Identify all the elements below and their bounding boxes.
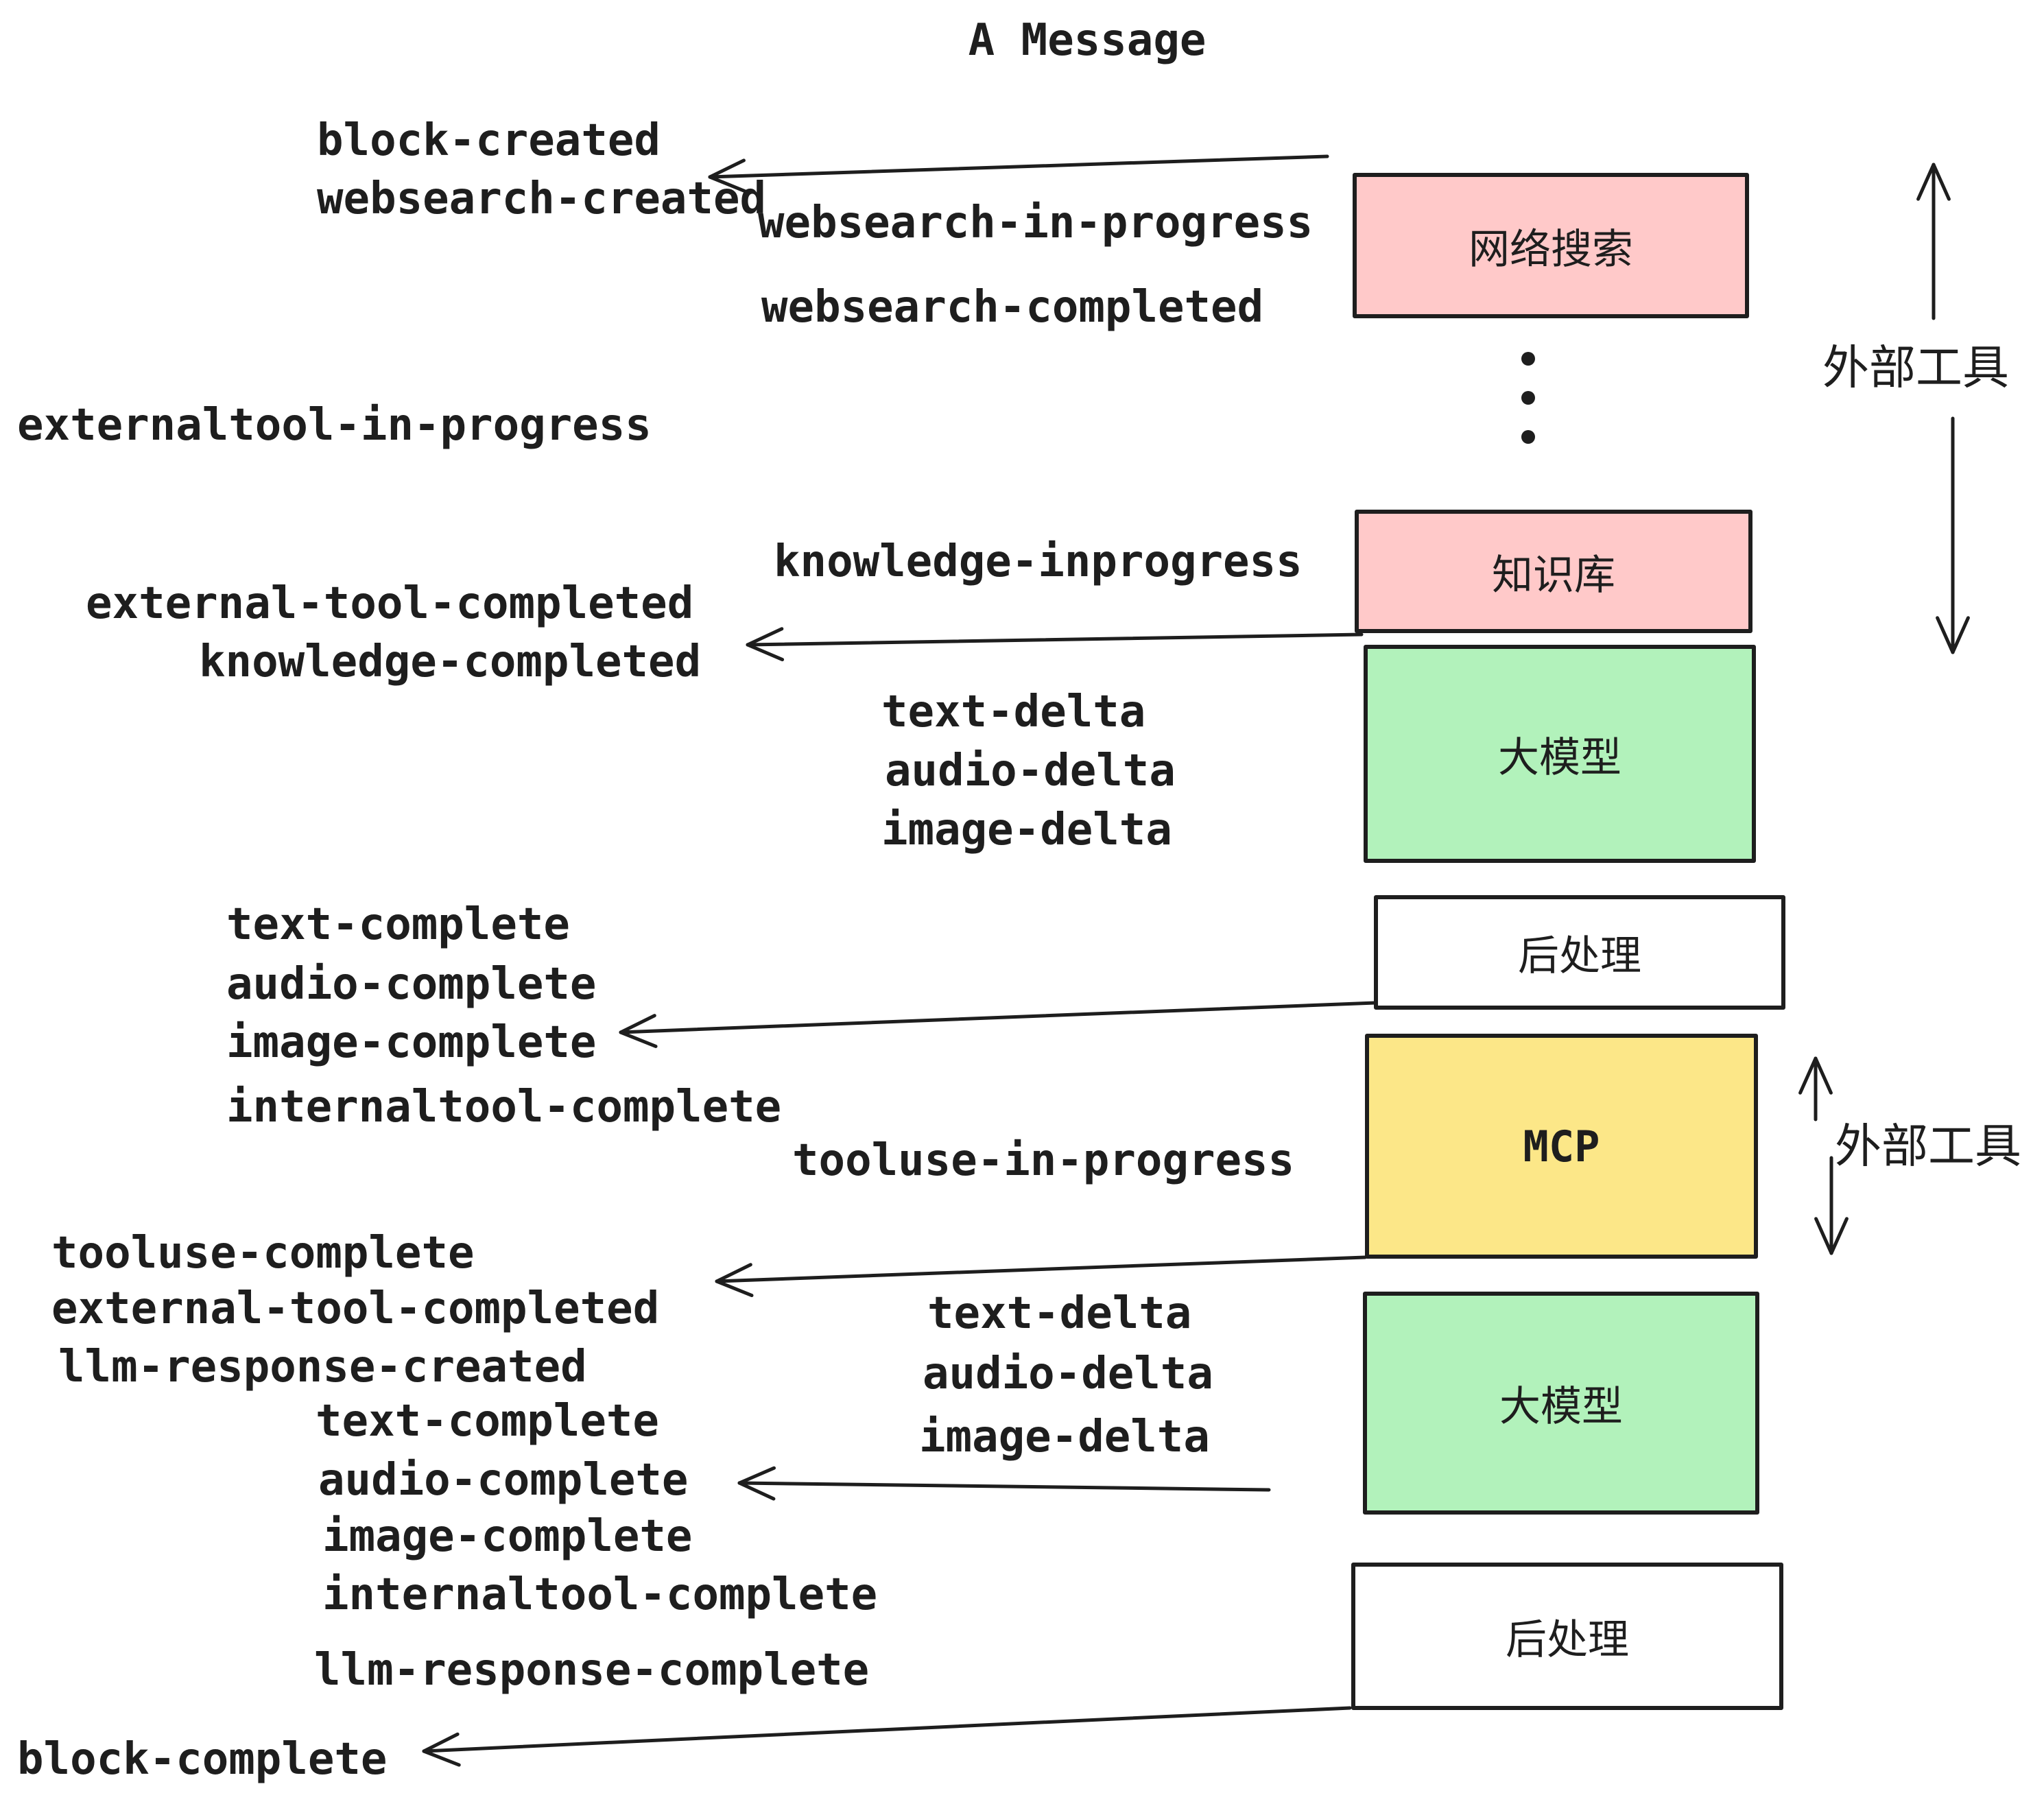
- event-label-llm-response-created: llm-response-created: [58, 1342, 587, 1392]
- arrow-to-block-created: [708, 154, 1329, 193]
- arrow-external-tool-down-2: [1814, 1156, 1849, 1255]
- diagram-box-mcp: MCP: [1365, 1034, 1758, 1259]
- arrow-to-audio-complete: [737, 1466, 1271, 1501]
- arrow-external-tool-up-1: [1916, 163, 1951, 320]
- event-label-tooluse-in-progress: tooluse-in-progress: [792, 1135, 1295, 1186]
- event-label-text-delta: text-delta: [881, 687, 1146, 737]
- event-label-websearch-created: websearch-created: [317, 174, 767, 224]
- event-label-llm-response-complete: llm-response-complete: [314, 1645, 870, 1696]
- side-label-external-tools-2: 外部工具: [1835, 1119, 2022, 1174]
- event-label-external-tool-completed: external-tool-completed: [51, 1283, 660, 1334]
- box-label-websearch: 网络搜索: [1469, 225, 1633, 274]
- event-label-image-complete: image-complete: [322, 1511, 693, 1562]
- event-label-image-complete: image-complete: [226, 1017, 597, 1068]
- diagram-box-postprocess-2: 后处理: [1351, 1563, 1783, 1710]
- diagram-box-llm-2: 大模型: [1363, 1292, 1759, 1515]
- arrow-to-block-complete: [422, 1706, 1352, 1767]
- event-label-externaltool-in-progress: externaltool-in-progress: [17, 400, 652, 451]
- event-label-block-created: block-created: [317, 115, 661, 166]
- event-label-text-complete: text-complete: [226, 899, 570, 950]
- event-label-image-delta: image-delta: [881, 805, 1172, 855]
- event-label-audio-delta: audio-delta: [885, 746, 1176, 796]
- event-label-knowledge-inprogress: knowledge-inprogress: [774, 536, 1303, 587]
- arrow-external-tool-up-2: [1798, 1056, 1833, 1121]
- box-label-postprocess-2: 后处理: [1506, 1616, 1629, 1664]
- event-label-image-delta: image-delta: [919, 1412, 1210, 1462]
- ellipsis-dot: [1521, 391, 1535, 405]
- event-label-websearch-in-progress: websearch-in-progress: [758, 198, 1314, 248]
- arrow-to-image-complete: [619, 1001, 1377, 1048]
- box-label-postprocess-1: 后处理: [1518, 932, 1641, 980]
- event-label-block-complete: block-complete: [17, 1734, 388, 1785]
- box-label-llm-1: 大模型: [1498, 733, 1621, 782]
- event-label-tooluse-complete: tooluse-complete: [51, 1228, 475, 1279]
- box-label-llm-2: 大模型: [1499, 1383, 1623, 1431]
- box-label-mcp: MCP: [1523, 1121, 1600, 1172]
- diagram-box-llm-1: 大模型: [1364, 645, 1756, 863]
- event-label-text-complete: text-complete: [316, 1396, 659, 1447]
- event-label-audio-delta: audio-delta: [923, 1349, 1213, 1399]
- page-title: A Message: [968, 15, 1207, 66]
- diagram-box-postprocess-1: 后处理: [1374, 895, 1785, 1010]
- ellipsis-dot: [1521, 352, 1535, 366]
- box-label-knowledge: 知识库: [1492, 551, 1615, 600]
- arrow-to-external-tool-completed: [715, 1255, 1367, 1298]
- event-label-external-tool-completed: external-tool-completed: [86, 578, 694, 629]
- event-label-websearch-completed: websearch-completed: [761, 282, 1264, 333]
- side-label-external-tools-1: 外部工具: [1822, 341, 2010, 396]
- event-label-knowledge-completed: knowledge-completed: [199, 637, 702, 687]
- event-label-audio-complete: audio-complete: [318, 1455, 689, 1506]
- diagram-box-websearch: 网络搜索: [1353, 173, 1749, 318]
- arrow-to-knowledge-completed: [746, 627, 1364, 662]
- ellipsis-dot: [1521, 430, 1535, 444]
- diagram-box-knowledge: 知识库: [1355, 510, 1752, 633]
- arrow-external-tool-down-1: [1936, 416, 1970, 654]
- event-label-internaltool-complete: internaltool-complete: [322, 1569, 878, 1620]
- event-label-internaltool-complete: internaltool-complete: [226, 1082, 782, 1132]
- event-label-audio-complete: audio-complete: [226, 959, 597, 1010]
- event-label-text-delta: text-delta: [927, 1288, 1192, 1339]
